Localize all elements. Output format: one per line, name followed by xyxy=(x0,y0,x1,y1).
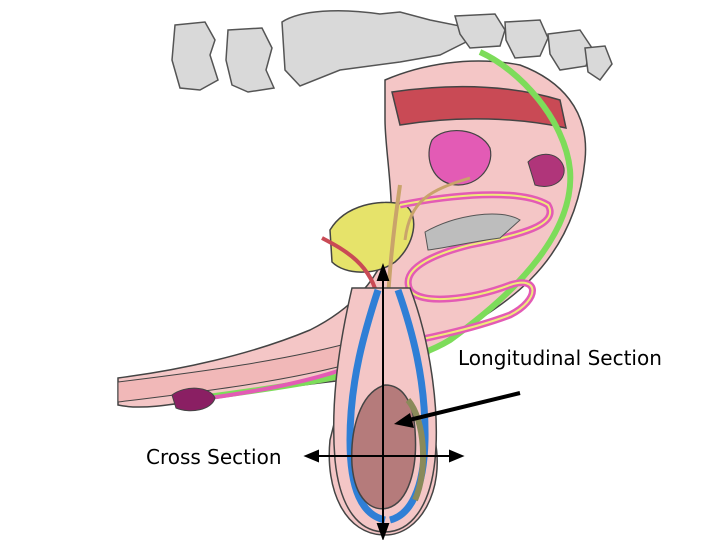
horizontal-axis xyxy=(303,449,465,463)
cross-section-label: Cross Section xyxy=(146,445,282,469)
longitudinal-pointer xyxy=(394,391,521,428)
longitudinal-section-label: Longitudinal Section xyxy=(458,346,662,370)
accessory-gland xyxy=(428,129,492,186)
duct-right xyxy=(403,176,471,241)
small-gland xyxy=(527,153,565,187)
spine xyxy=(171,9,613,93)
glans xyxy=(171,387,216,412)
vertical-axis xyxy=(376,263,390,540)
vas-blue-left xyxy=(346,288,386,524)
vas-blue-right xyxy=(388,288,429,524)
rectum xyxy=(391,85,567,129)
grey-organ xyxy=(424,213,521,251)
epididymis xyxy=(405,398,426,502)
